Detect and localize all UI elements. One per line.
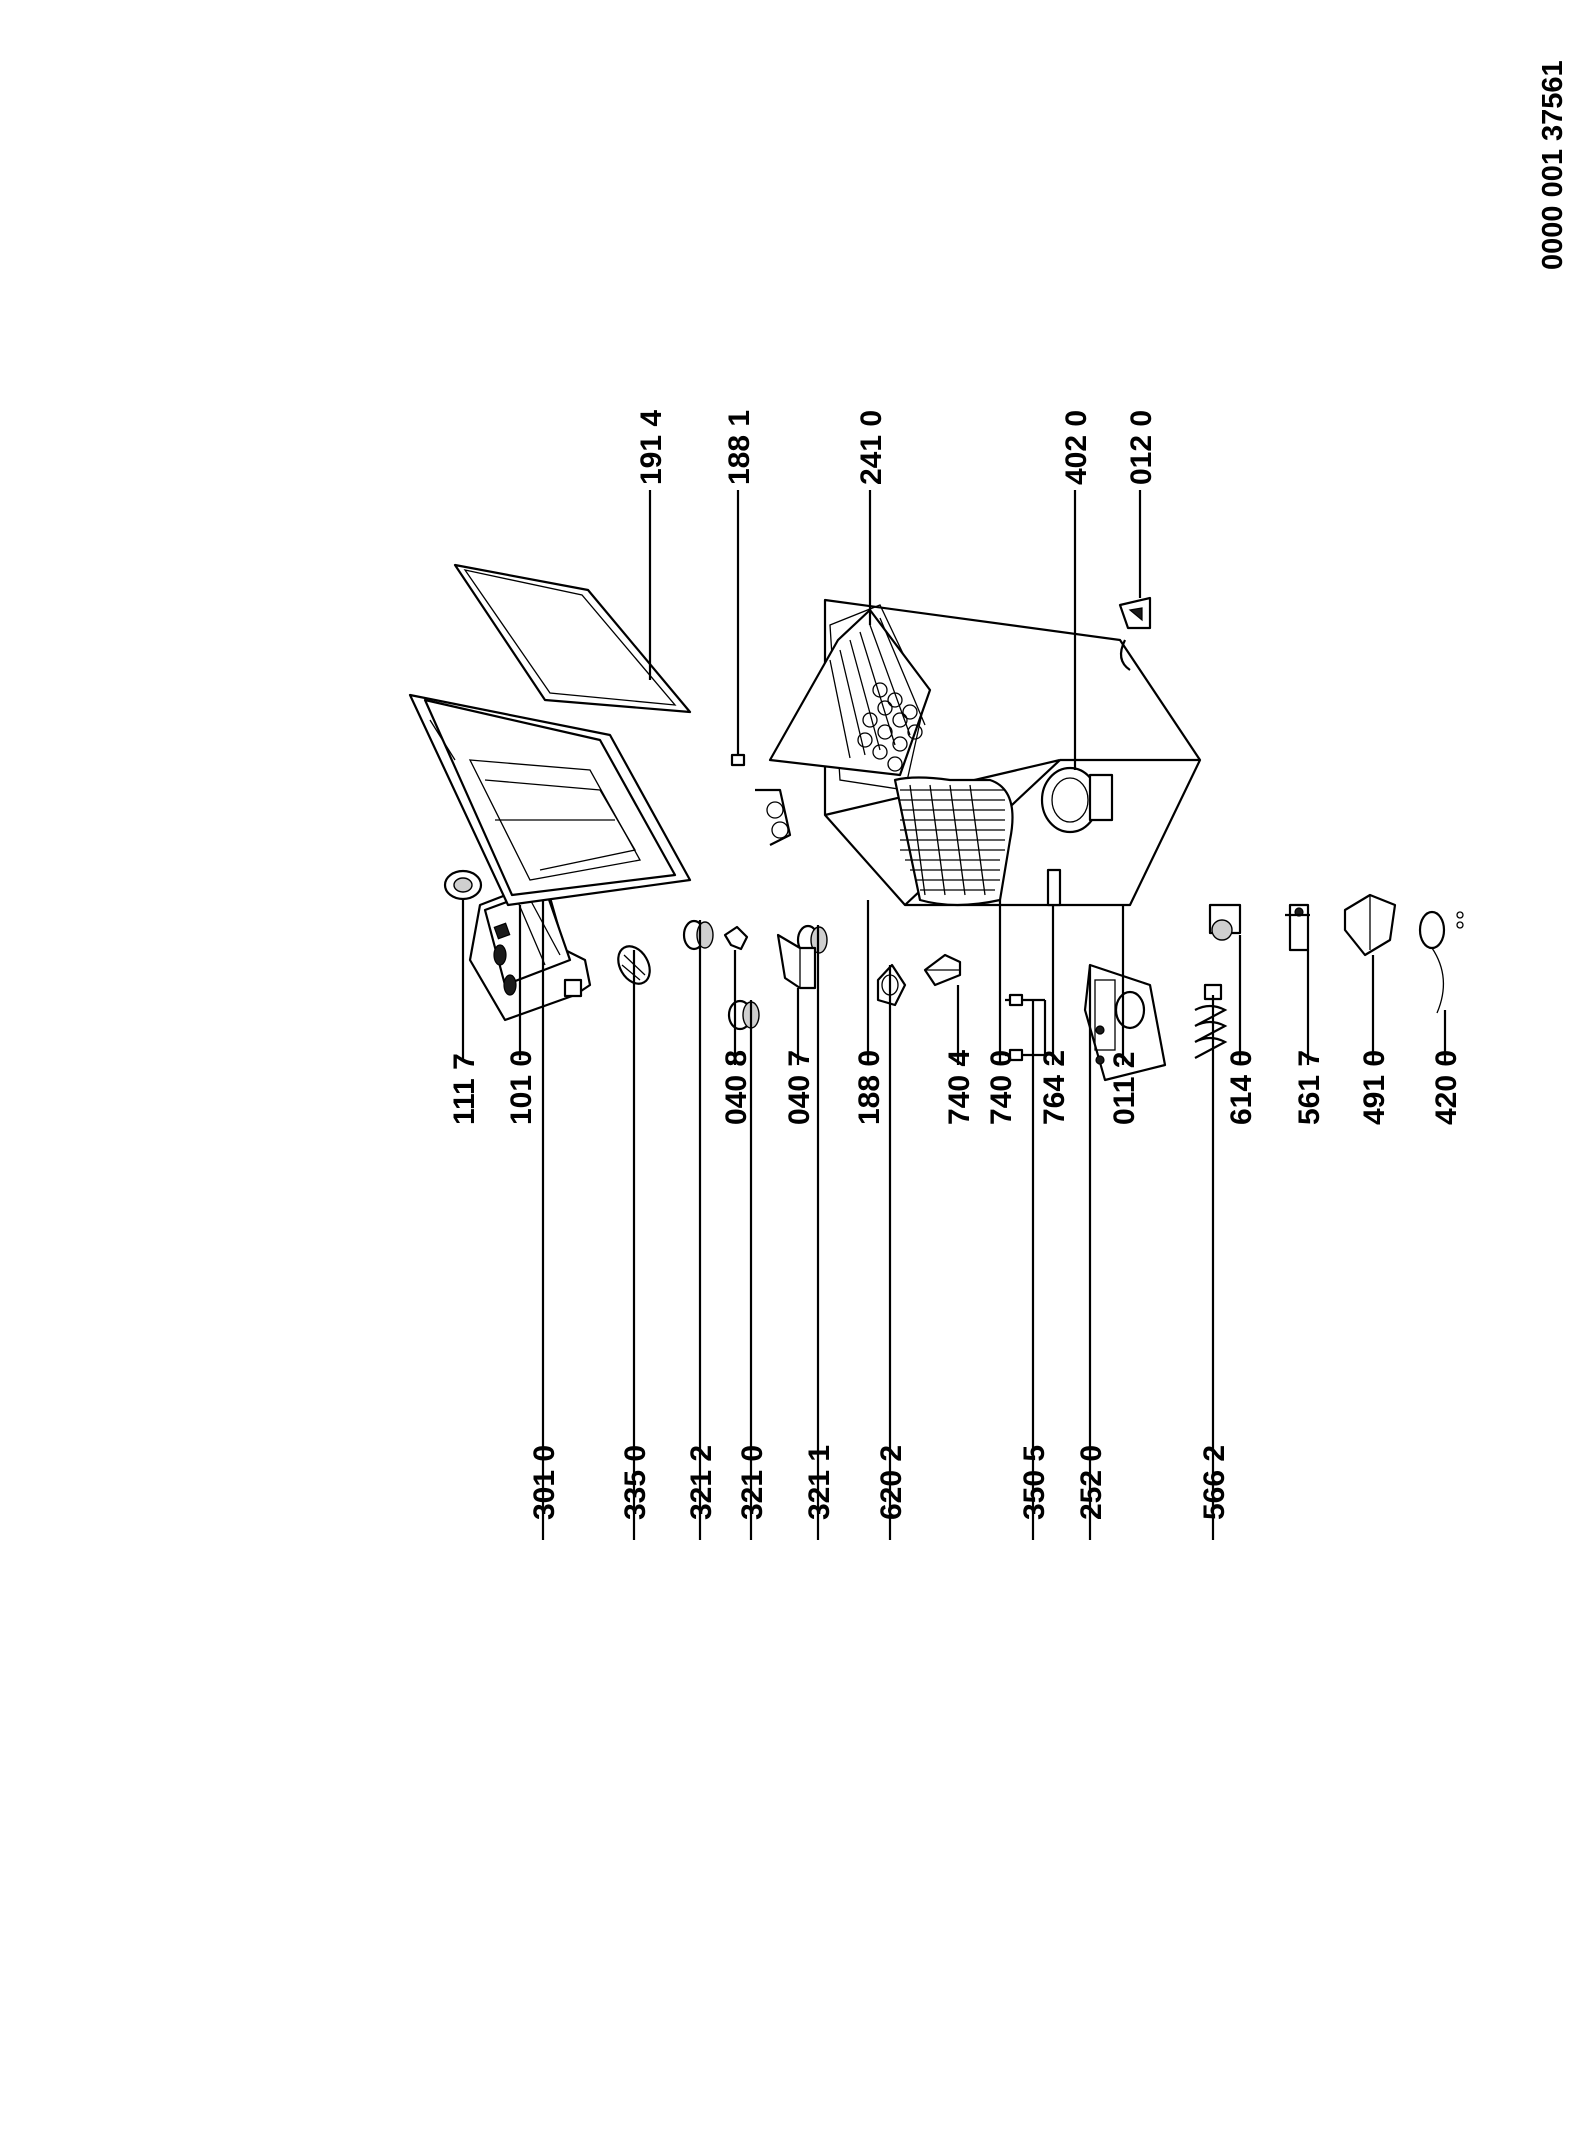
spring-566-2 xyxy=(1194,983,1228,1059)
part-label-241-0: 241 0 xyxy=(855,410,888,485)
part-label-740-0: 740 0 xyxy=(985,1050,1018,1125)
part-label-111-7: 111 7 xyxy=(448,1053,481,1125)
control-housing-301-0 xyxy=(468,876,592,1022)
relay-614-0 xyxy=(1208,903,1242,941)
part-label-740-4: 740 4 xyxy=(943,1050,976,1125)
part-label-101-0: 101 0 xyxy=(505,1050,538,1125)
lid-101-0 xyxy=(408,693,692,907)
part-label-040-8: 040 8 xyxy=(720,1050,753,1125)
part-label-350-5: 350 5 xyxy=(1018,1445,1051,1520)
foot-012-0 xyxy=(1118,596,1152,630)
lamp-holder-350-5 xyxy=(1005,993,1047,1062)
lamp-cap-321-2 xyxy=(682,919,714,951)
part-label-252-0: 252 0 xyxy=(1075,1445,1108,1520)
part-label-188-1: 188 1 xyxy=(723,410,756,485)
part-label-321-1: 321 1 xyxy=(803,1445,836,1520)
compressor-402-0 xyxy=(1040,766,1114,834)
document-reference-number: 0000 001 37561 xyxy=(1537,60,1569,270)
hinge-188-0 xyxy=(755,788,792,846)
condenser-coils xyxy=(900,784,1005,896)
part-label-011-2: 011 2 xyxy=(1108,1052,1141,1125)
part-label-420-0: 420 0 xyxy=(1430,1050,1463,1125)
part-label-301-0: 301 0 xyxy=(528,1445,561,1520)
basket-241-0 xyxy=(768,608,932,777)
part-label-561-7: 561 7 xyxy=(1293,1050,1326,1125)
part-label-402-0: 402 0 xyxy=(1060,410,1093,485)
lid-gasket-191-4 xyxy=(453,563,692,714)
part-label-012-0: 012 0 xyxy=(1125,410,1158,485)
part-label-491-0: 491 0 xyxy=(1358,1050,1391,1125)
part-label-620-2: 620 2 xyxy=(875,1445,908,1520)
cover-491-0 xyxy=(1343,893,1397,957)
condenser-740-0 xyxy=(893,776,1014,907)
part-label-566-2: 566 2 xyxy=(1198,1445,1231,1520)
capacitor-420-0 xyxy=(1418,910,1464,1014)
part-label-614-0: 614 0 xyxy=(1225,1050,1258,1125)
lock-111-7 xyxy=(443,869,483,901)
thermostat-knob-620-2 xyxy=(876,963,907,1007)
lamp-cap-321-0 xyxy=(727,999,760,1031)
basket-grid xyxy=(857,682,923,772)
part-label-188-0: 188 0 xyxy=(853,1050,886,1125)
part-label-191-4: 191 4 xyxy=(635,410,668,485)
part-label-040-7: 040 7 xyxy=(783,1050,816,1125)
drier-filter-764-2 xyxy=(1046,868,1062,907)
clip-040-8 xyxy=(723,925,749,951)
bracket-740-4 xyxy=(923,953,962,987)
overload-561-7 xyxy=(1285,903,1310,952)
part-label-321-0: 321 0 xyxy=(736,1445,769,1520)
part-label-335-0: 335 0 xyxy=(619,1445,652,1520)
part-label-764-2: 764 2 xyxy=(1038,1050,1071,1125)
part-188-1 xyxy=(730,753,746,767)
part-label-321-2: 321 2 xyxy=(685,1445,718,1520)
basket-handle-040-7 xyxy=(776,933,817,990)
